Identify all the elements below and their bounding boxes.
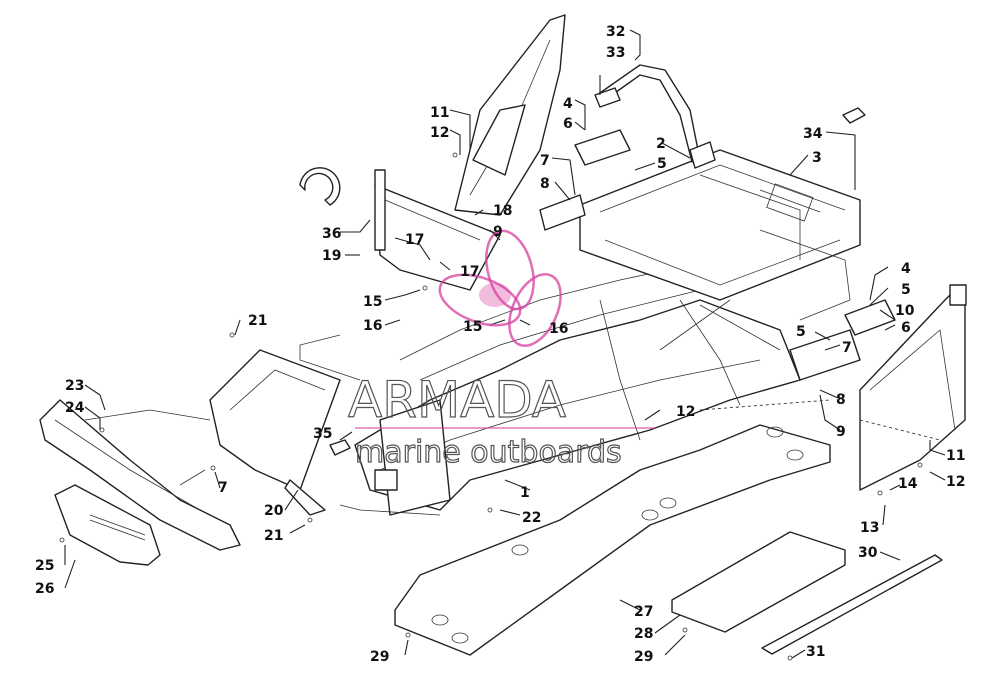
- callout-2: 2: [656, 136, 666, 152]
- armada-watermark: ARMADA marine outboards: [347, 229, 655, 471]
- callout-22: 22: [522, 510, 541, 526]
- callout-31: 31: [806, 644, 825, 660]
- callout-12: 12: [430, 125, 449, 141]
- callout-7: 7: [540, 153, 550, 169]
- armada-flower-logo-icon: [438, 229, 562, 347]
- callout-9: 9: [836, 424, 846, 440]
- side-frame-left: [374, 169, 501, 291]
- callout-7: 7: [218, 480, 228, 496]
- callout-3: 3: [812, 150, 822, 166]
- callout-17: 17: [405, 232, 424, 248]
- callout-16: 16: [549, 321, 568, 337]
- watermark-brand: ARMADA: [348, 371, 566, 429]
- callout-27: 27: [634, 604, 653, 620]
- callout-32: 32: [606, 24, 625, 40]
- small-hardware: [59, 87, 923, 661]
- callout-13: 13: [860, 520, 879, 536]
- callout-25: 25: [35, 558, 54, 574]
- callout-5: 5: [796, 324, 806, 340]
- seat-back-frame-right: [859, 284, 967, 491]
- callout-4: 4: [901, 261, 911, 277]
- callout-8: 8: [836, 392, 846, 408]
- callout-35: 35: [313, 426, 332, 442]
- callout-14: 14: [898, 476, 918, 492]
- rocker-strip: [761, 554, 943, 655]
- callout-34: 34: [803, 126, 823, 142]
- callout-23: 23: [65, 378, 84, 394]
- callout-33: 33: [606, 45, 625, 61]
- callout-20: 20: [264, 503, 284, 519]
- callout-8: 8: [540, 176, 550, 192]
- callout-24: 24: [65, 400, 85, 416]
- callout-12: 12: [946, 474, 965, 490]
- seat-back-frame-left: [454, 14, 566, 216]
- callout-36: 36: [322, 226, 341, 242]
- leader-lines: [64, 29, 946, 659]
- callout-10: 10: [895, 303, 915, 319]
- callout-5: 5: [901, 282, 911, 298]
- callout-29: 29: [370, 649, 389, 665]
- front-bracket: [209, 349, 341, 516]
- skid-panel: [671, 531, 846, 633]
- callout-11: 11: [946, 448, 965, 464]
- callout-21: 21: [264, 528, 283, 544]
- callout-26: 26: [35, 581, 54, 597]
- callout-17: 17: [460, 264, 479, 280]
- callout-30: 30: [858, 545, 878, 561]
- callout-11: 11: [430, 105, 449, 121]
- callout-18: 18: [493, 203, 512, 219]
- callout-6: 6: [563, 116, 573, 132]
- skid-plate: [394, 424, 831, 656]
- front-fascia: [54, 484, 161, 566]
- callout-6: 6: [901, 320, 911, 336]
- callout-4: 4: [563, 96, 573, 112]
- watermark-tagline: marine outboards: [355, 435, 622, 470]
- front-bumper: [39, 399, 241, 551]
- callout-19: 19: [322, 248, 341, 264]
- callout-9: 9: [493, 224, 503, 240]
- callout-15: 15: [363, 294, 382, 310]
- callout-29: 29: [634, 649, 653, 665]
- callout-28: 28: [634, 626, 653, 642]
- callout-labels: 32 33 4 6 11 12 2 34 3 7 5 8 18 9 36 19 …: [35, 24, 965, 665]
- callout-16: 16: [363, 318, 382, 334]
- callout-15: 15: [463, 319, 482, 335]
- callout-21: 21: [248, 313, 267, 329]
- rear-deck-frame: [579, 149, 861, 321]
- callout-1: 1: [520, 485, 530, 501]
- callout-7: 7: [842, 340, 852, 356]
- callout-5: 5: [657, 156, 667, 172]
- roll-bar: [596, 64, 701, 163]
- callout-12: 12: [676, 404, 695, 420]
